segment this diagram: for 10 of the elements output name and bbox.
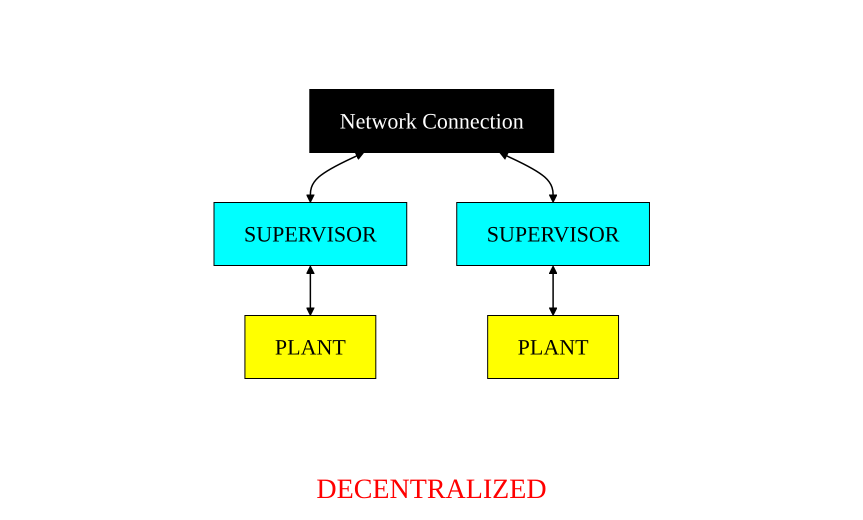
caption: DECENTRALIZED (316, 474, 547, 506)
arrow (499, 152, 558, 203)
node-box: Network Connection (309, 89, 554, 153)
node-box: SUPERVISOR (456, 202, 650, 266)
node-box: SUPERVISOR (213, 202, 407, 266)
arrow (306, 152, 364, 203)
node-box: PLANT (486, 315, 619, 379)
node-box: PLANT (244, 315, 376, 379)
arrow (548, 266, 558, 316)
arrow (306, 266, 315, 316)
